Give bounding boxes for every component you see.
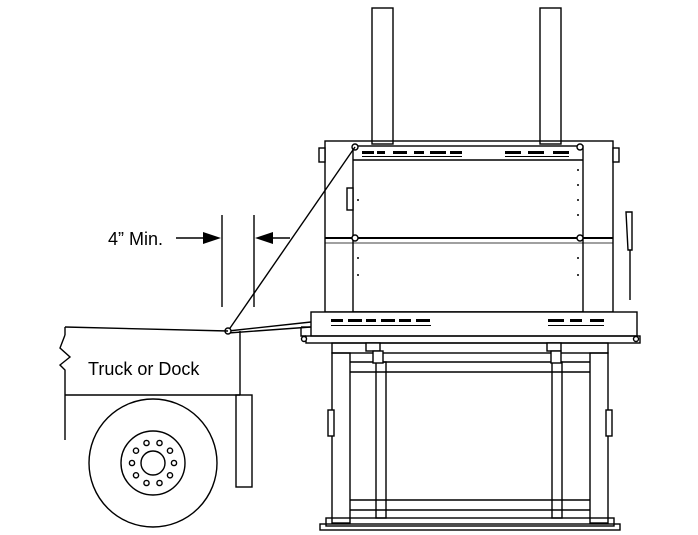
mast-post-left	[371, 7, 394, 145]
mast-posts	[371, 7, 562, 145]
gate-handle	[346, 187, 354, 211]
upper-frame	[318, 140, 633, 313]
lug-nut	[128, 459, 136, 467]
platform-label-strip	[331, 319, 604, 326]
lug-nut	[166, 447, 174, 455]
truck-label: Truck or Dock	[88, 359, 200, 379]
lug-nut	[166, 471, 174, 479]
frame-outer	[324, 140, 614, 313]
platform	[300, 311, 641, 344]
lower-base	[319, 342, 621, 531]
bridge-plate	[224, 146, 356, 335]
lug-nut	[143, 479, 150, 487]
truck-dock: Truck or Dock	[58, 326, 253, 488]
lug-nut	[143, 439, 150, 447]
frame-panel	[352, 145, 584, 313]
wheel	[88, 398, 218, 528]
hub	[140, 450, 166, 476]
ramp-diagonal	[227, 146, 356, 332]
lug-nut	[170, 459, 178, 467]
bumper-post	[235, 394, 253, 488]
platform-underside	[305, 335, 641, 344]
lug-nut	[156, 479, 163, 487]
platform-deck	[310, 311, 638, 337]
rim	[120, 430, 186, 496]
mast-post-right	[539, 7, 562, 145]
lug-nut	[156, 439, 163, 447]
lug-nut	[132, 447, 140, 455]
clearance-label: 4” Min.	[108, 229, 163, 249]
clearance-dimension: 4” Min.	[108, 215, 290, 307]
upper-label-strip	[362, 151, 569, 157]
tire	[88, 398, 218, 528]
lug-nut	[132, 471, 140, 479]
